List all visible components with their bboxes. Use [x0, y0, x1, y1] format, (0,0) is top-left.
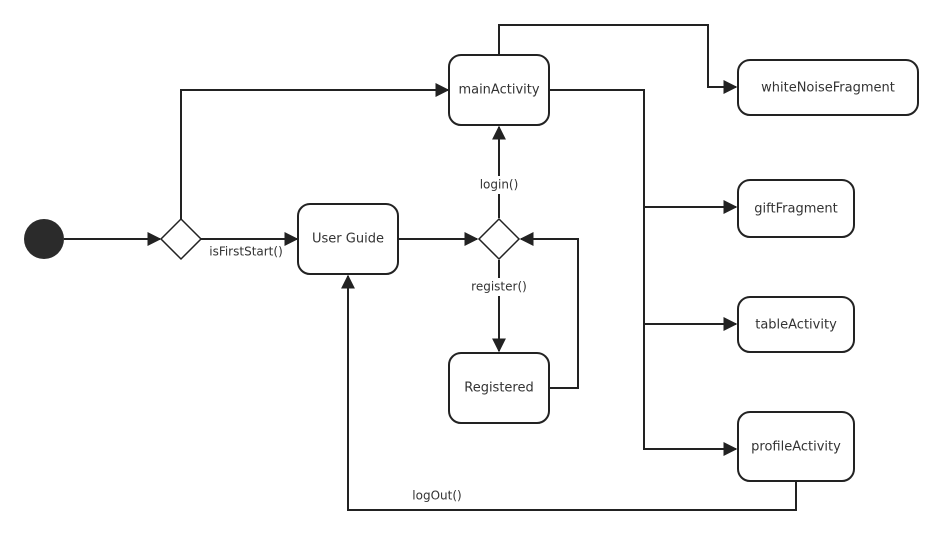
white-noise-fragment-label: whiteNoiseFragment [761, 81, 895, 96]
profile-activity-state: profileActivity [737, 411, 855, 482]
user-guide-label: User Guide [312, 232, 384, 247]
main-activity-state: mainActivity [448, 54, 550, 126]
register-label: register() [471, 280, 527, 294]
edge-registered-to-login-decision [519, 232, 579, 389]
is-first-start-decision [159, 217, 203, 261]
table-activity-label: tableActivity [755, 318, 837, 333]
log-out-label: logOut() [412, 489, 461, 503]
is-first-start-label: isFirstStart() [209, 245, 283, 259]
table-activity-state: tableActivity [737, 296, 855, 353]
white-noise-fragment-state: whiteNoiseFragment [737, 59, 919, 116]
registered-label: Registered [464, 381, 534, 396]
login-register-decision [477, 217, 521, 261]
start-node [24, 219, 64, 259]
edge-main-activity-to-white-noise [498, 24, 738, 94]
gift-fragment-label: giftFragment [754, 202, 837, 217]
edges [64, 24, 797, 511]
user-guide-state: User Guide [297, 203, 399, 275]
login-label: login() [480, 178, 519, 192]
registered-state: Registered [448, 352, 550, 424]
profile-activity-label: profileActivity [751, 440, 841, 455]
main-activity-label: mainActivity [458, 83, 539, 98]
edge-profile-to-user-guide [341, 274, 797, 511]
edge-main-activity-to-bus [549, 89, 738, 456]
edge-decision-to-main-activity [180, 83, 450, 219]
gift-fragment-state: giftFragment [737, 179, 855, 238]
